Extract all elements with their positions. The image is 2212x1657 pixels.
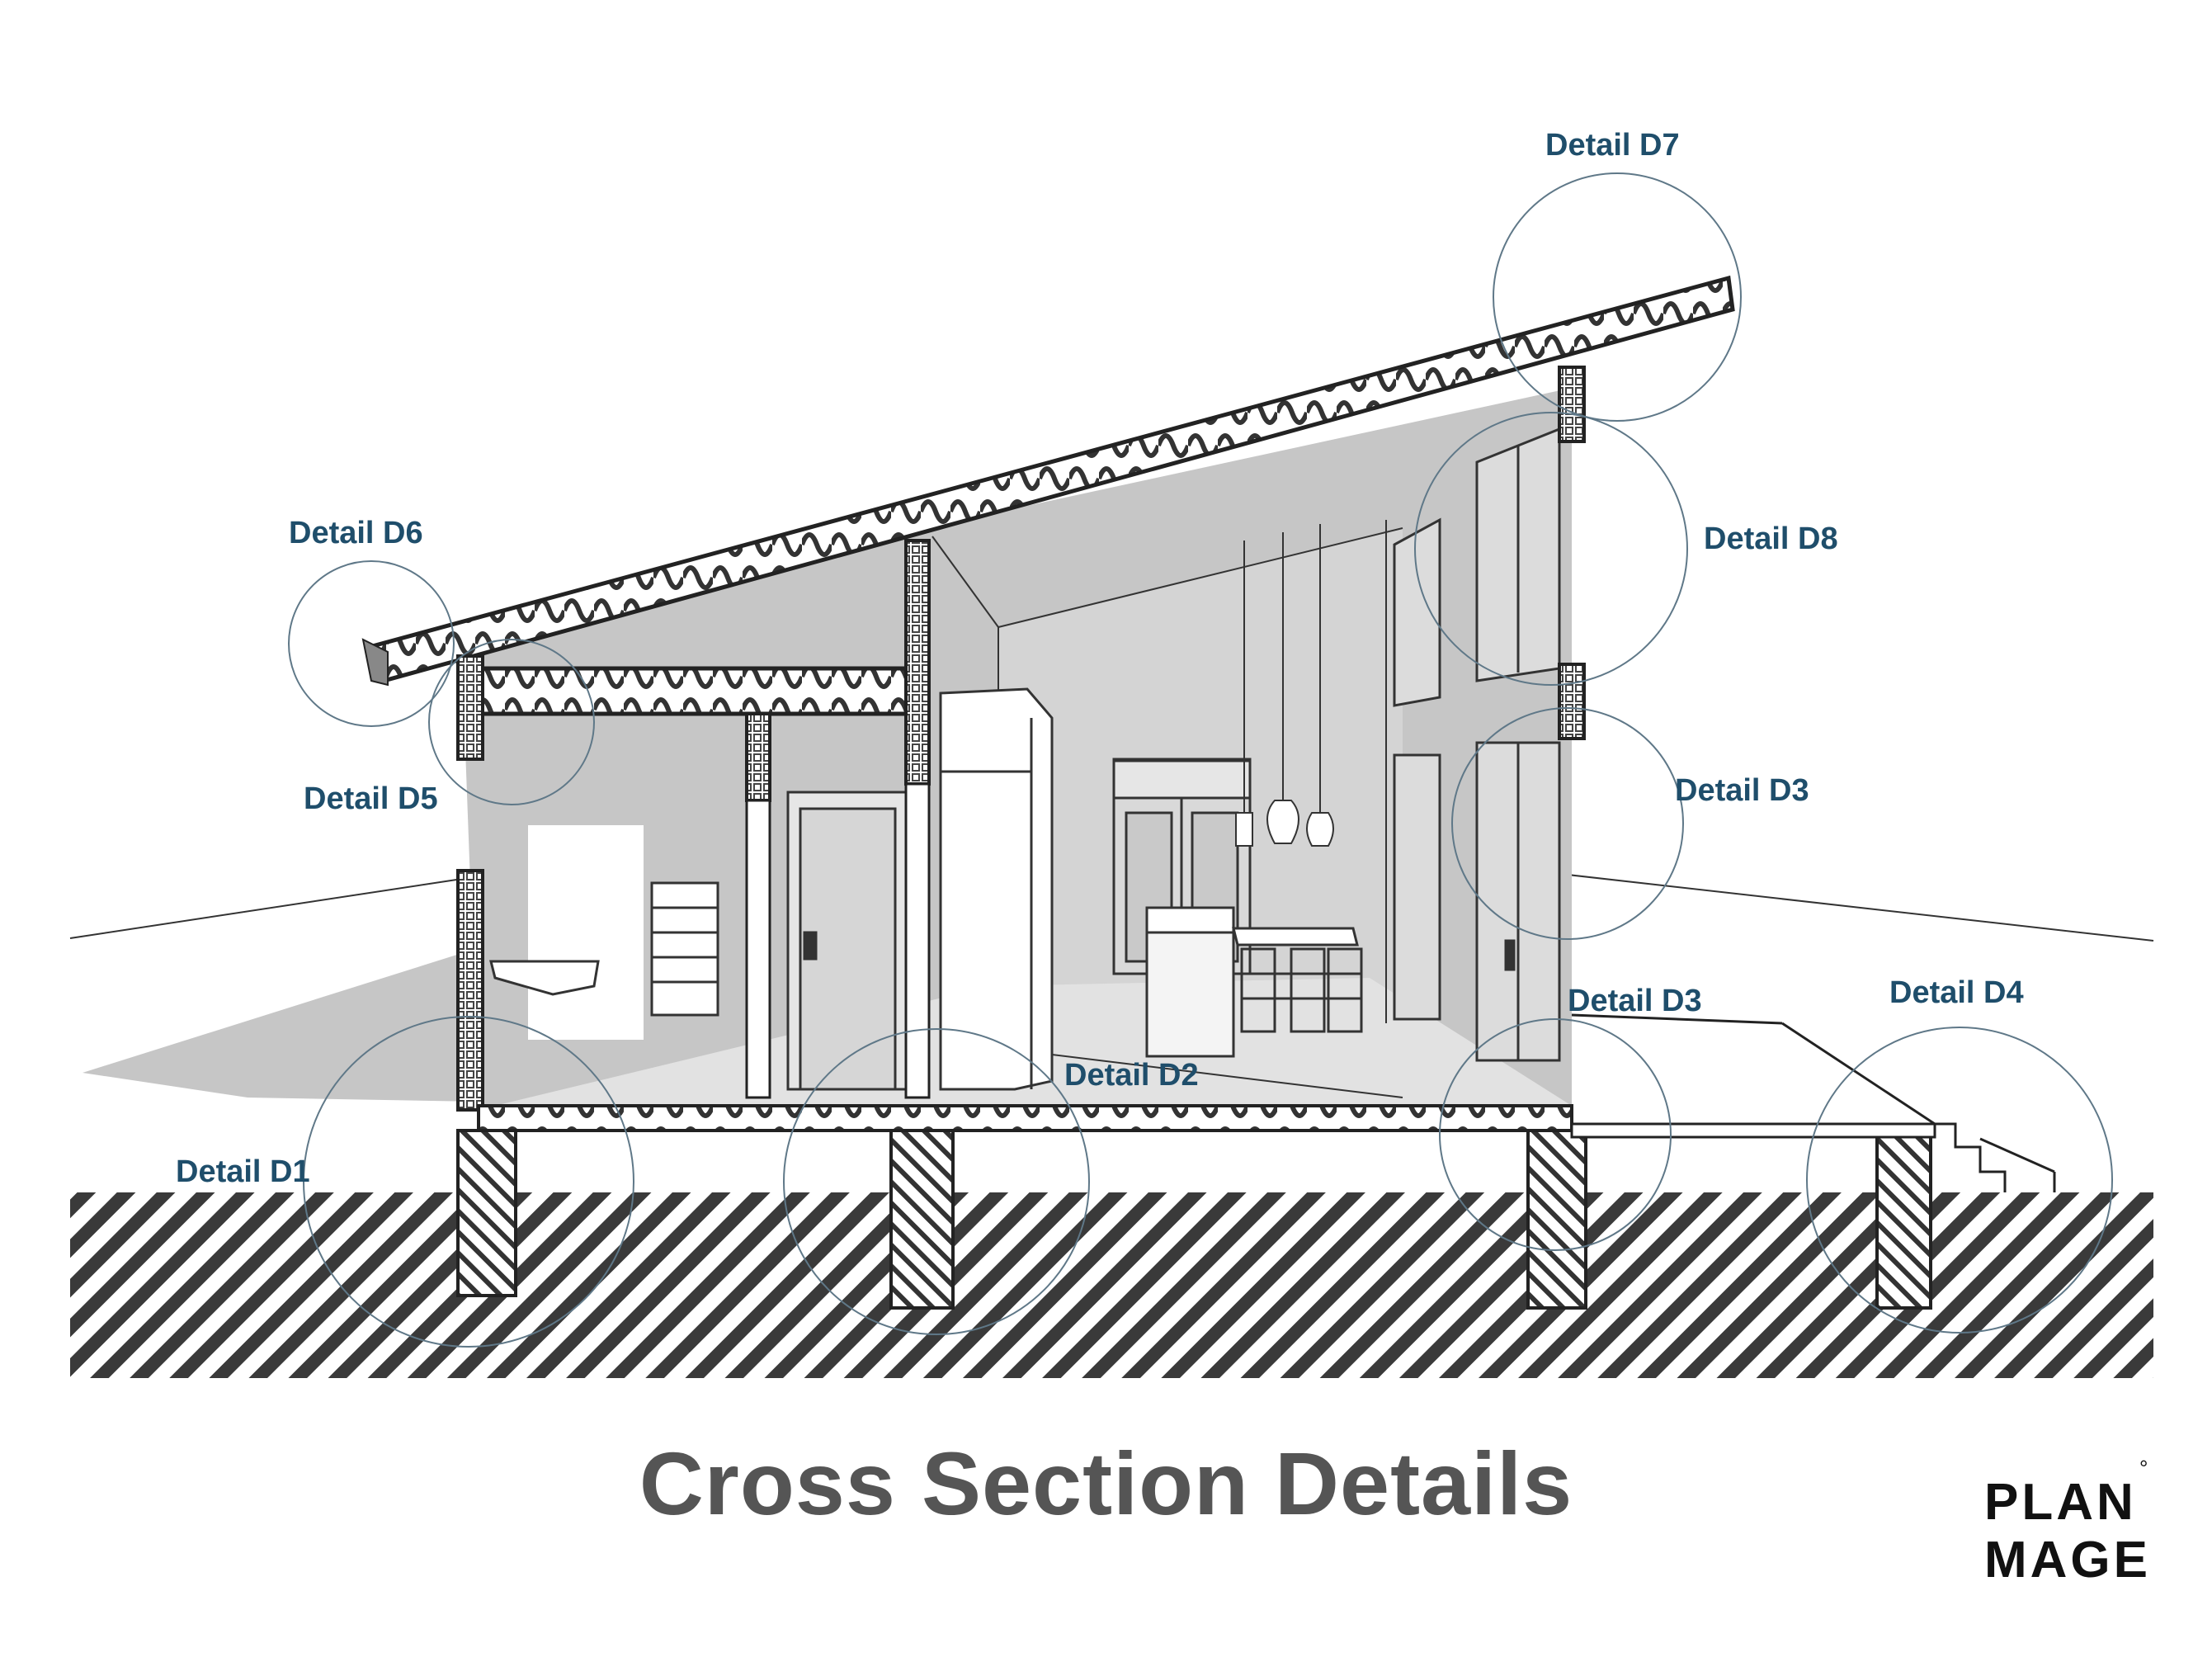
planmage-logo: PLAN ° MAGE (1984, 1456, 2174, 1593)
detail-circle-d1[interactable] (303, 1016, 634, 1348)
ground-hatch (70, 1192, 2153, 1378)
detail-circle-d2[interactable] (783, 1028, 1090, 1335)
detail-label-d3b[interactable]: Detail D3 (1568, 984, 1702, 1018)
detail-label-d8[interactable]: Detail D8 (1704, 522, 1838, 556)
logo-degree-mark: ° (2139, 1456, 2148, 1480)
detail-circle-d3a[interactable] (1451, 707, 1684, 940)
roof-overhang-tip (361, 638, 389, 687)
floor-slab (477, 1104, 1573, 1132)
page-title: Cross Section Details (639, 1433, 1573, 1533)
detail-label-d1[interactable]: Detail D1 (176, 1154, 310, 1189)
detail-label-d4[interactable]: Detail D4 (1889, 975, 2024, 1010)
detail-label-d7[interactable]: Detail D7 (1545, 128, 1680, 163)
fridge-column (939, 687, 1054, 1091)
detail-circles (288, 172, 2113, 1348)
detail-circle-d7[interactable] (1493, 172, 1742, 422)
detail-label-d2[interactable]: Detail D2 (1064, 1058, 1199, 1093)
detail-circle-d3b[interactable] (1439, 1018, 1672, 1251)
detail-circle-d6[interactable] (288, 560, 455, 727)
partitions (745, 782, 931, 1099)
detail-circle-d8[interactable] (1414, 412, 1688, 686)
detail-circle-d5[interactable] (428, 639, 595, 805)
walls (456, 366, 1586, 1112)
detail-label-d5[interactable]: Detail D5 (304, 781, 438, 816)
piers (456, 1129, 1932, 1310)
deck (1570, 1013, 2056, 1192)
detail-label-d6[interactable]: Detail D6 (289, 516, 423, 550)
logo-line-1: PLAN (1984, 1474, 2137, 1531)
dining-table (1232, 927, 1363, 1033)
bathroom-fixtures (489, 825, 719, 1040)
ceiling-slab (460, 666, 927, 716)
cast-shadow-left (83, 953, 479, 1102)
kitchen-island (1145, 906, 1235, 1058)
facade-windows (1393, 427, 1561, 1062)
detail-labels: Detail D1 Detail D2 Detail D3 Detail D3 … (176, 128, 2024, 1189)
interior-door (786, 791, 909, 1091)
detail-label-d3a[interactable]: Detail D3 (1675, 773, 1809, 808)
pendant-lights (1235, 524, 1334, 847)
logo-line-2: MAGE (1984, 1532, 2151, 1589)
detail-circle-d4[interactable] (1806, 1027, 2113, 1334)
